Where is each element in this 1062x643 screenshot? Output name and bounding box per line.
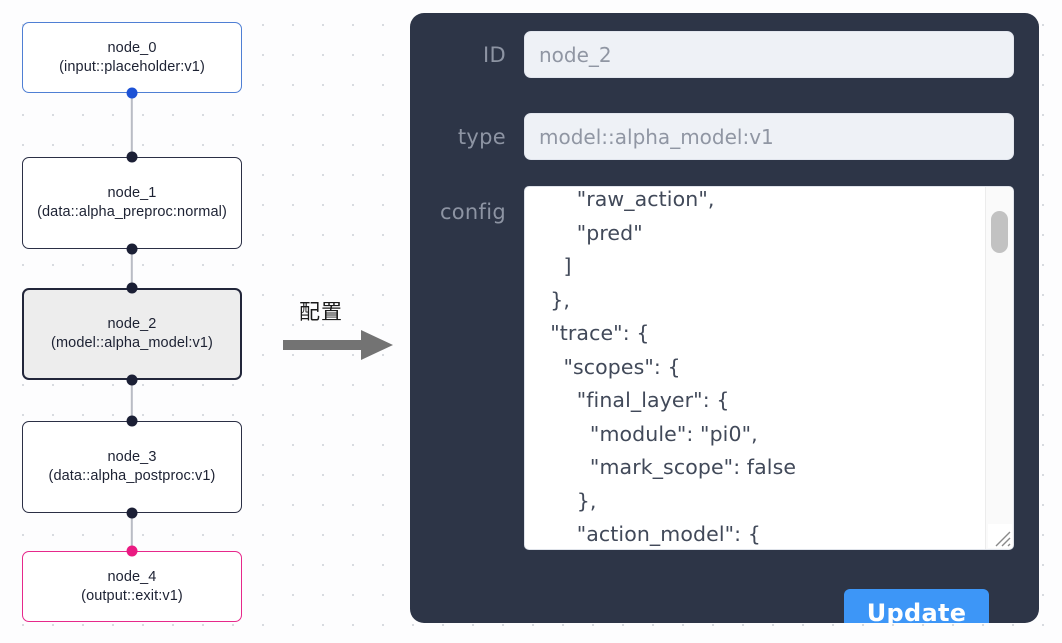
resize-handle-icon[interactable] xyxy=(988,524,1012,548)
type-input[interactable] xyxy=(524,113,1014,160)
edge-node3-node4 xyxy=(130,513,134,555)
update-button[interactable]: Update xyxy=(844,589,989,623)
graph-node-label: node_0 (input::placeholder:v1) xyxy=(59,39,205,75)
port-node_2-input[interactable] xyxy=(126,282,138,294)
graph-node-node_0[interactable]: node_0 (input::placeholder:v1) xyxy=(22,22,242,93)
port-node_1-input[interactable] xyxy=(126,151,138,163)
graph-node-label: node_3 (data::alpha_postproc:v1) xyxy=(48,449,216,484)
field-row-id: ID xyxy=(424,31,1028,78)
node-config-panel: ID type config "raw_action", "pred" ] },… xyxy=(410,13,1039,623)
field-row-config: config "raw_action", "pred" ] }, "trace"… xyxy=(424,186,1014,550)
config-textarea[interactable]: "raw_action", "pred" ] }, "trace": { "sc… xyxy=(550,187,797,546)
type-field-label: type xyxy=(457,124,506,149)
port-node_0-output[interactable] xyxy=(126,87,138,99)
graph-node-node_2[interactable]: node_2 (model::alpha_model:v1) xyxy=(22,288,242,380)
port-node_3-output[interactable] xyxy=(126,507,138,519)
graph-node-node_3[interactable]: node_3 (data::alpha_postproc:v1) xyxy=(22,421,242,513)
graph-node-label: node_4 (output::exit:v1) xyxy=(81,568,183,604)
port-node_3-input[interactable] xyxy=(126,415,138,427)
graph-node-label: node_2 (model::alpha_model:v1) xyxy=(51,316,213,351)
graph-node-node_4[interactable]: node_4 (output::exit:v1) xyxy=(22,551,242,622)
right-arrow-icon xyxy=(283,330,393,360)
id-input[interactable] xyxy=(524,31,1014,78)
config-scrollbar-thumb[interactable] xyxy=(991,211,1008,253)
graph-node-label: node_1 (data::alpha_preproc:normal) xyxy=(37,185,227,220)
graph-node-node_1[interactable]: node_1 (data::alpha_preproc:normal) xyxy=(22,157,242,249)
configure-arrow-group: 配置 xyxy=(283,296,398,362)
config-scrollbar[interactable] xyxy=(985,187,1013,549)
port-node_2-output[interactable] xyxy=(126,374,138,386)
edge-node2-node3 xyxy=(130,380,134,425)
port-node_1-output[interactable] xyxy=(126,243,138,255)
port-node_4-input[interactable] xyxy=(126,545,138,557)
id-field-label: ID xyxy=(483,42,506,67)
edge-node0-node1 xyxy=(130,93,134,161)
configure-arrow-label: 配置 xyxy=(299,300,343,324)
config-field-label: config xyxy=(439,200,506,224)
field-row-type: type xyxy=(424,113,1028,160)
config-textarea-wrapper[interactable]: "raw_action", "pred" ] }, "trace": { "sc… xyxy=(524,186,1014,550)
edge-node1-node2 xyxy=(130,249,134,292)
